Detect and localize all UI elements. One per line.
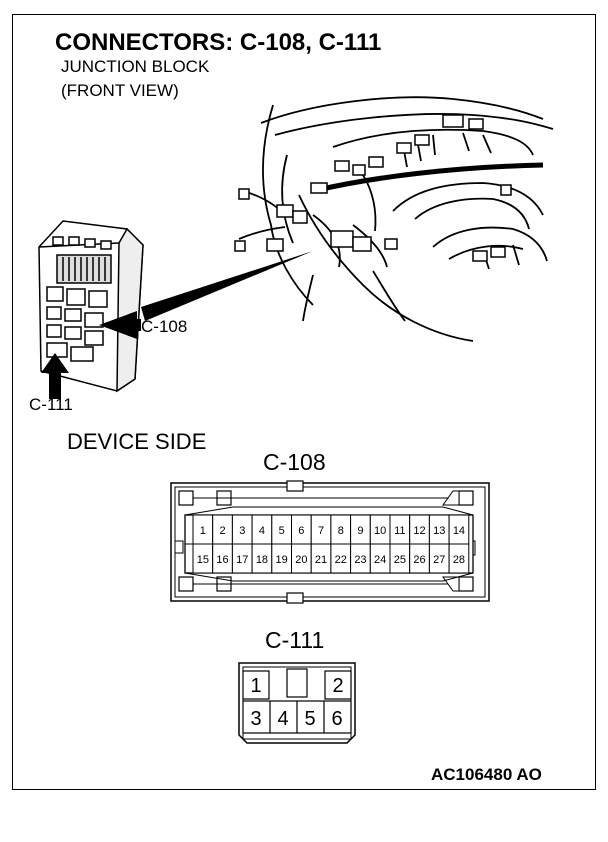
c108-pin-16: 16 — [216, 554, 228, 566]
c108-pin-19: 19 — [276, 554, 288, 566]
c108-pin-1: 1 — [200, 525, 206, 537]
c108-pin-15: 15 — [197, 554, 209, 566]
c108-pin-5: 5 — [279, 525, 285, 537]
c108-pin-11: 11 — [394, 525, 405, 537]
c108-pin-17: 17 — [236, 554, 248, 566]
connector-c111: 1 2 3 4 5 6 — [238, 662, 356, 744]
figure-frame: CONNECTORS: C-108, C-111 JUNCTION BLOCK … — [12, 14, 596, 790]
c108-pin-21: 21 — [315, 554, 327, 566]
c108-pin-12: 12 — [413, 525, 425, 537]
c108-pin-9: 9 — [357, 525, 363, 537]
dashboard-connectors — [234, 114, 512, 262]
figure-title: CONNECTORS: C-108, C-111 — [55, 29, 382, 56]
c111-pin-1: 1 — [250, 675, 261, 697]
c108-pin-8: 8 — [338, 525, 344, 537]
c111-pin-4: 4 — [277, 708, 288, 730]
c108-pin-10: 10 — [374, 525, 386, 537]
c108-pin-24: 24 — [374, 554, 386, 566]
c108-pin-7: 7 — [318, 525, 324, 537]
c108-pin-23: 23 — [354, 554, 366, 566]
callout-label-c111: C-111 — [29, 395, 73, 414]
arrow-c108 — [99, 311, 139, 339]
c108-pin-25: 25 — [394, 554, 406, 566]
junction-block — [38, 220, 144, 393]
c111-pin-6: 6 — [331, 708, 342, 730]
c108-pin-22: 22 — [335, 554, 347, 566]
subtitle-front-view: (FRONT VIEW) — [61, 81, 179, 100]
c108-pin-cell — [448, 543, 470, 574]
c108-pin-20: 20 — [295, 554, 307, 566]
c108-pin-14: 14 — [453, 525, 465, 537]
callout-label-c108: C-108 — [141, 317, 188, 336]
c111-pin-2: 2 — [332, 675, 343, 697]
c108-pin-6: 6 — [298, 525, 304, 537]
subtitle-junction-block: JUNCTION BLOCK — [61, 57, 210, 76]
pointer-wedge — [141, 251, 313, 321]
arrow-c111 — [41, 353, 69, 399]
c111-pin-3: 3 — [250, 708, 261, 730]
c108-pin-28: 28 — [453, 554, 465, 566]
c108-pin-3: 3 — [239, 525, 245, 537]
dashboard-illustration — [238, 96, 554, 342]
diagram-drawing: 1234567891011121314151617181920212223242… — [38, 96, 554, 744]
connector-title-c111: C-111 — [265, 627, 325, 653]
connector-title-c108: C-108 — [263, 449, 326, 475]
c108-pin-18: 18 — [256, 554, 268, 566]
c108-pin-4: 4 — [259, 525, 265, 537]
figure-id: AC106480 AO — [431, 765, 542, 784]
c108-pin-2: 2 — [219, 525, 225, 537]
c108-pin-13: 13 — [433, 525, 445, 537]
c108-pin-26: 26 — [413, 554, 425, 566]
device-side-label: DEVICE SIDE — [67, 429, 207, 454]
c108-pin-27: 27 — [433, 554, 445, 566]
c111-pin-5: 5 — [304, 708, 315, 730]
